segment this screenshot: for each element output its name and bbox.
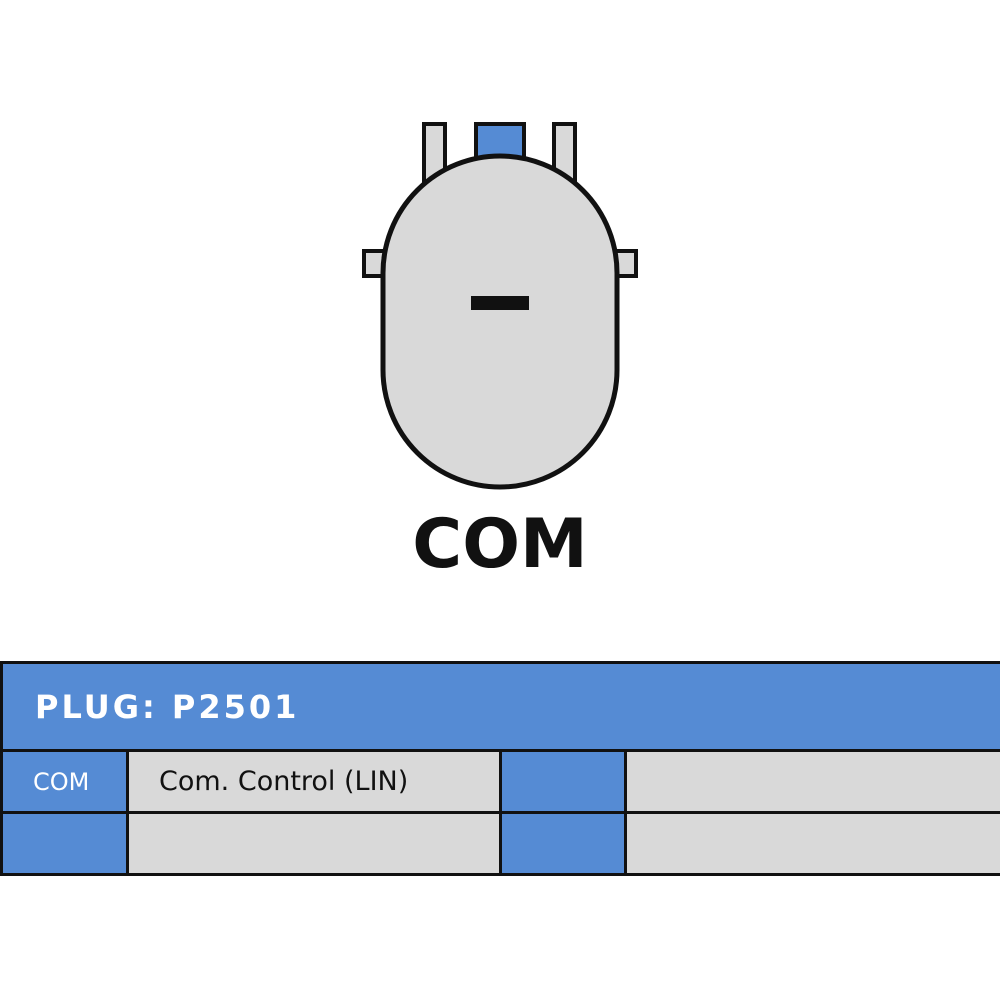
description-cell <box>126 811 502 876</box>
pin-cell <box>499 811 627 876</box>
pin-cell: COM <box>0 749 129 814</box>
terminal-slot <box>471 296 529 310</box>
plug-label: PLUG: <box>35 687 158 726</box>
connector-diagram <box>362 122 638 490</box>
pinout-table: PLUG: P2501 COM Com. Control (LIN) <box>0 661 1000 876</box>
pin-label: COM <box>412 505 588 584</box>
pin-cell <box>0 811 129 876</box>
plug-id: P2501 <box>171 687 300 726</box>
plug-header: PLUG: P2501 <box>0 661 1000 752</box>
table-header-row: PLUG: P2501 <box>0 661 1000 752</box>
pin-cell <box>499 749 627 814</box>
connector-body <box>380 153 620 490</box>
table-row: COM Com. Control (LIN) <box>0 749 1000 814</box>
table-row <box>0 811 1000 876</box>
description-cell: Com. Control (LIN) <box>126 749 502 814</box>
description-cell <box>623 749 1000 814</box>
description-cell <box>623 811 1000 876</box>
